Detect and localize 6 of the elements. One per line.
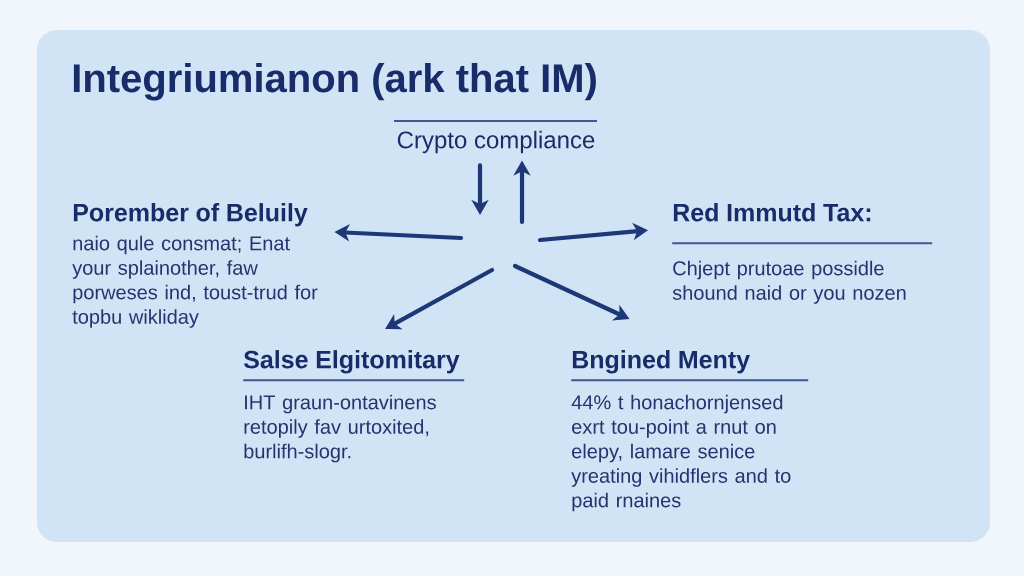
text-section: Salse Elgitomitary IHT graun-ontavinens retopily fav urtoxited, burlifh-slogr. — [242, 350, 466, 463]
title: Integriumianon (ark that IM) — [73, 63, 596, 101]
text-section: Bngined Menty 44% t honachornjensed exrt tou-point a rnut on elepy, lamare senice yreating vihidflers and to paid rnaines — [570, 350, 810, 512]
subtitle: Crypto compliance — [397, 130, 595, 154]
text-section: Porember of Beluily naio qule consmat; Enat your splainother, faw porweses ind, toust-trud for topbu wikliday — [72, 203, 318, 328]
text-section: Red Immutd Tax: Chjept prutoae possidle shound naid or you nozen — [671, 203, 934, 304]
